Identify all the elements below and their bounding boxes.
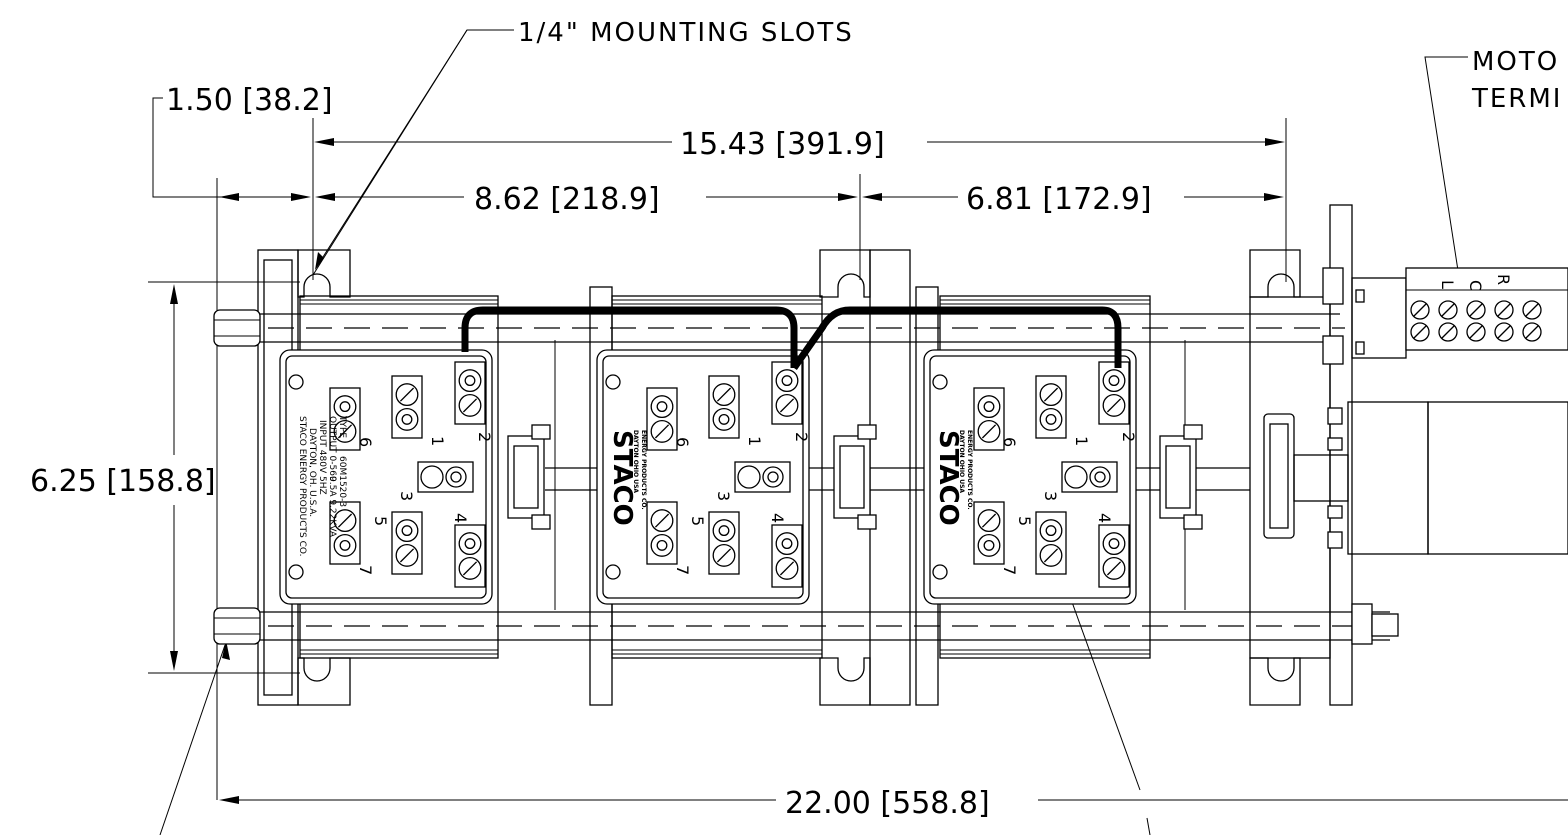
terminal-block: [1098, 524, 1130, 588]
mounting-slots-label: 1/4" MOUNTING SLOTS: [518, 18, 854, 48]
terminal-block: [708, 511, 740, 575]
terminal-letter-c: C: [1466, 280, 1485, 291]
nameplate-line2: DAYTON, OH. U.S.A.: [307, 428, 317, 517]
terminal-number: 5: [1015, 516, 1034, 526]
terminal-number: 1: [745, 436, 764, 446]
motor-terminal-strip: [1351, 267, 1568, 359]
terminal-letter-l: L: [1438, 280, 1457, 289]
terminal-block: [454, 524, 486, 588]
terminal-letter-r: R: [1494, 274, 1513, 285]
terminal-number: 7: [1000, 565, 1019, 575]
terminal-blocks: 6 1 2 3 4 5 7 6 1 2 3 4 5 7 6 1 2 3 4 5 7: [288, 361, 1138, 588]
interconnect-cable: [461, 306, 1122, 371]
nameplate-line3: INPUT 480V: [317, 420, 327, 474]
terminal-block: [771, 361, 803, 425]
brand-line2: DAYTON OHIO USA: [632, 430, 639, 493]
terminal-block: [391, 511, 423, 575]
nameplate-line4: 5HZ: [317, 476, 327, 495]
brand-line1: ENERGY PRODUCTS CO.: [640, 430, 647, 510]
terminal-block: [1035, 375, 1067, 439]
brand-logo: STACO: [933, 430, 963, 526]
dim-height: 6.25 [158.8]: [30, 464, 216, 499]
drive-motor: [1263, 401, 1568, 555]
terminal-block: [329, 387, 361, 451]
nameplate-line7: TYPE: [337, 415, 347, 438]
terminal-block: [1035, 511, 1067, 575]
terminal-block: [646, 387, 678, 451]
terminal-number: 5: [688, 516, 707, 526]
terminal-block: [329, 501, 361, 565]
brand-line2: DAYTON OHIO USA: [958, 430, 965, 493]
nameplate-line5: OUTPUT 0-560: [327, 416, 337, 482]
terminal-number: 1: [1072, 436, 1091, 446]
terminal-number: 3: [1041, 491, 1060, 501]
terminal-number: 5: [371, 516, 390, 526]
dimension-lines: [148, 29, 1568, 835]
brush-couplings: [507, 424, 1203, 530]
dim-right-pitch: 6.81 [172.9]: [966, 182, 1152, 217]
brand-line1: ENERGY PRODUCTS CO.: [966, 430, 973, 510]
terminal-block: [454, 361, 486, 425]
terminal-number: 2: [1119, 432, 1138, 442]
terminal-number: 4: [1095, 513, 1114, 523]
terminal-block: [771, 524, 803, 588]
terminal-number: 6: [673, 437, 692, 447]
dim-overall-length: 22.00 [558.8]: [785, 786, 990, 821]
terminal-number: 7: [356, 565, 375, 575]
dim-slot-span: 15.43 [391.9]: [680, 127, 885, 162]
brand-logo: STACO: [607, 430, 637, 526]
nameplate-line6: 9.5A 9.22KVA: [327, 476, 337, 538]
dim-left-pitch: 8.62 [218.9]: [474, 182, 660, 217]
terminal-number: 6: [1000, 437, 1019, 447]
terminal-block: [1098, 361, 1130, 425]
terminal-number: 1: [428, 436, 447, 446]
nameplate-line1: STACO ENERGY PRODUCTS CO.: [297, 416, 307, 556]
terminal-block: [391, 375, 423, 439]
terminal-number: 2: [475, 432, 494, 442]
terminal-number: 7: [673, 565, 692, 575]
terminal-block: [973, 387, 1005, 451]
terminal-number: 4: [768, 513, 787, 523]
brand-plate-middle: STACO ENERGY PRODUCTS CO. DAYTON OHIO US…: [607, 430, 647, 526]
terminal-number: 2: [792, 432, 811, 442]
terminal-number: 4: [451, 513, 470, 523]
motor-label-line1: MOTO: [1472, 47, 1559, 77]
motor-terminal-letters: L C R: [1438, 274, 1513, 291]
dim-slot-offset: 1.50 [38.2]: [166, 83, 333, 118]
brand-plate-right: STACO ENERGY PRODUCTS CO. DAYTON OHIO US…: [933, 430, 973, 526]
terminal-block: [646, 501, 678, 565]
motor-label-line2: TERMI: [1471, 84, 1562, 114]
nameplate-line8: 60M1520-3: [337, 456, 347, 507]
terminal-number: 3: [397, 491, 416, 501]
rod-end-nuts: [213, 267, 1399, 645]
nameplate: STACO ENERGY PRODUCTS CO. DAYTON, OH. U.…: [297, 415, 347, 556]
terminal-block: [708, 375, 740, 439]
terminal-number: 6: [356, 437, 375, 447]
terminal-number: 3: [714, 491, 733, 501]
terminal-block: [973, 501, 1005, 565]
motor-terminal-screws: [1410, 300, 1542, 342]
